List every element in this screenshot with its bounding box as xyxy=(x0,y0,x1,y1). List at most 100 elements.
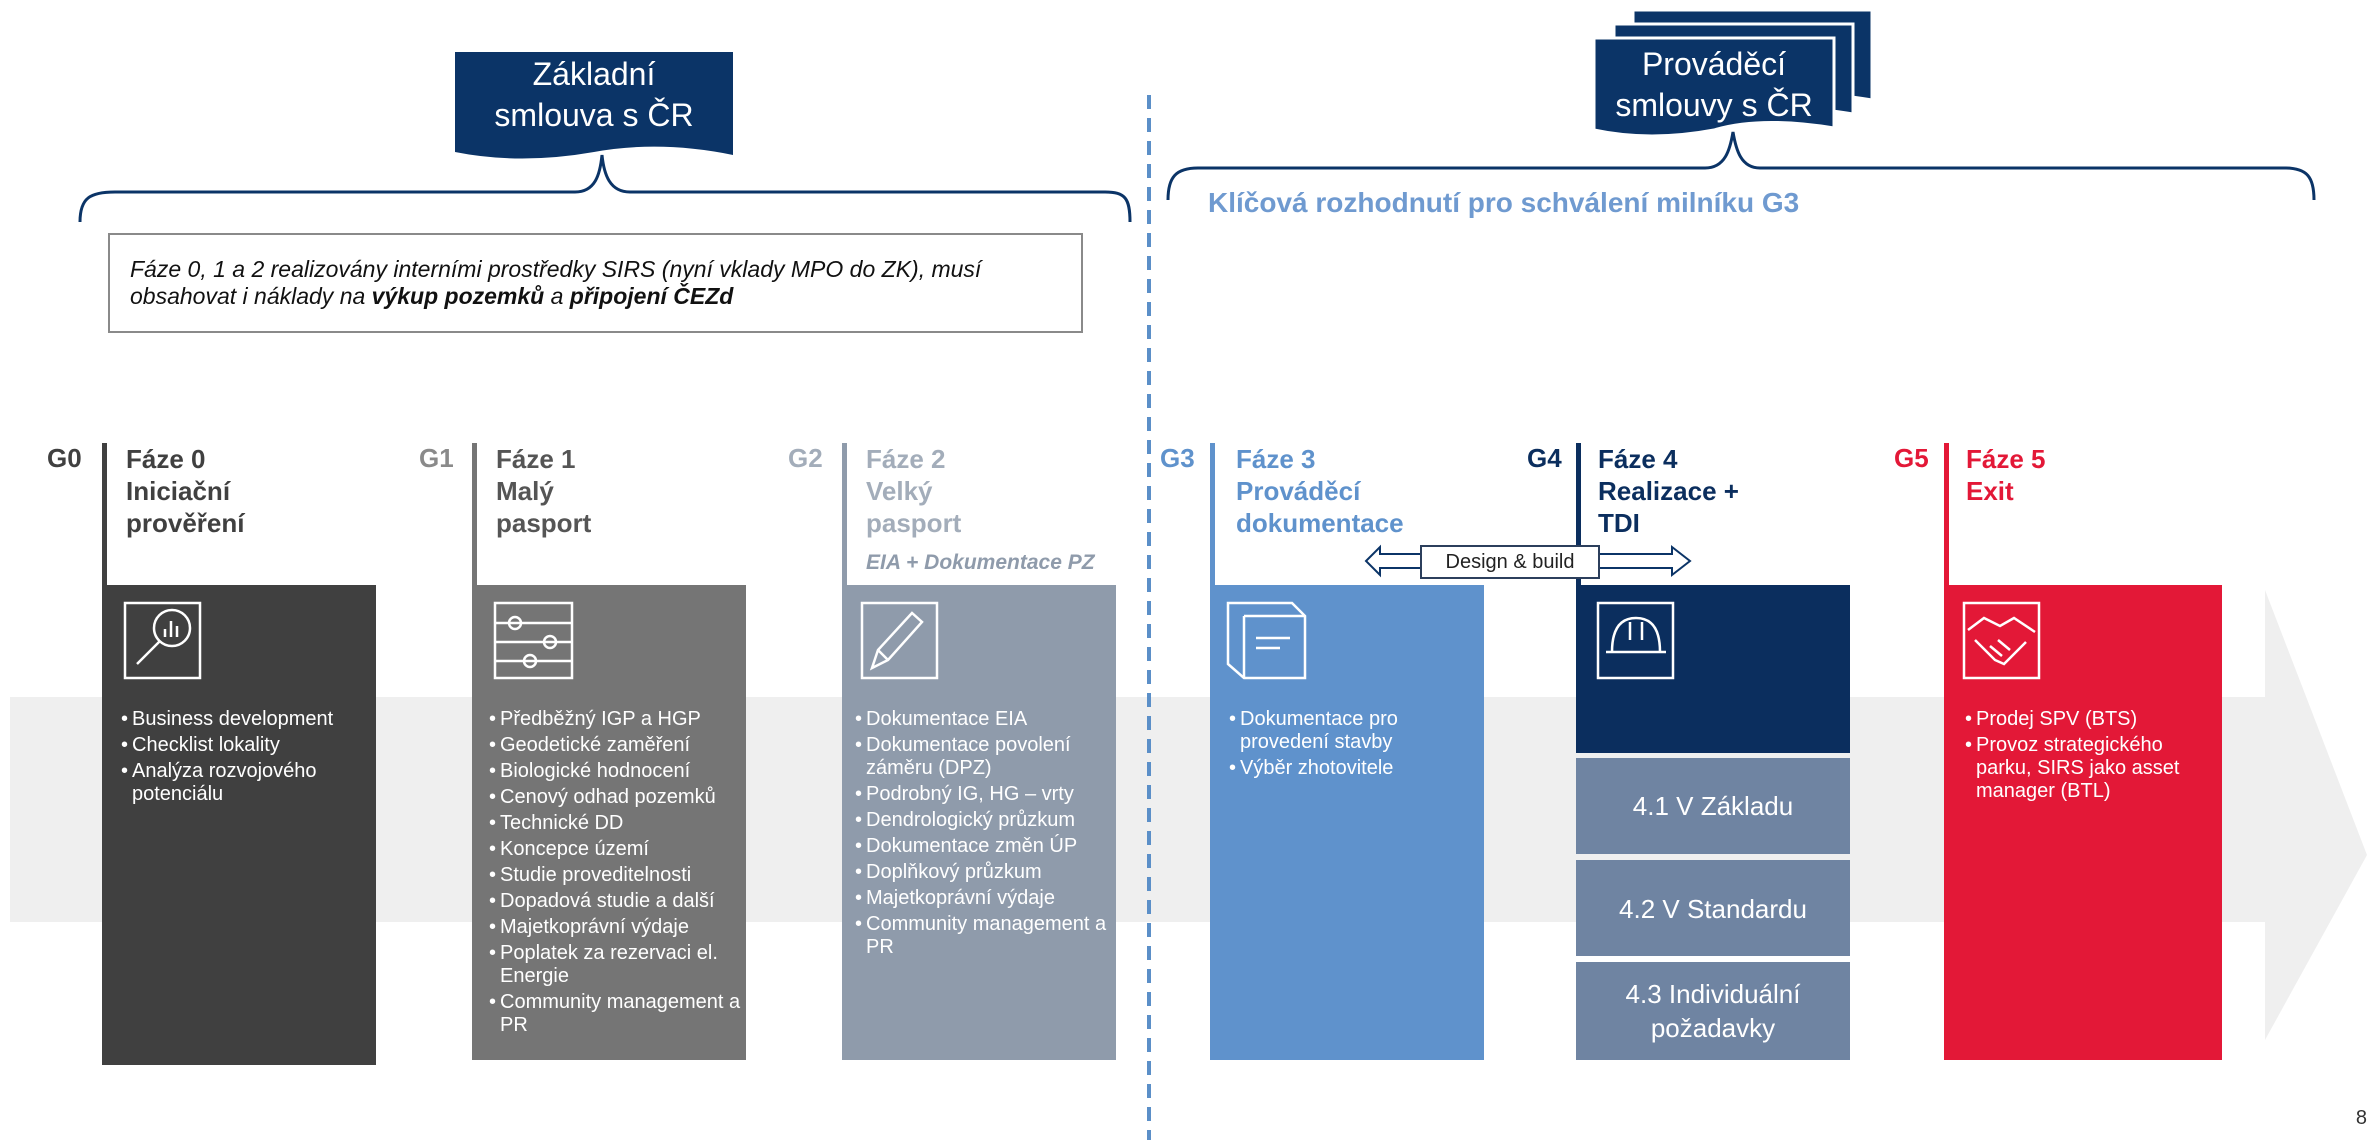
phase-2-list: Dokumentace EIA Dokumentace povolení zámě… xyxy=(852,708,1114,962)
list-item: Community management a PR xyxy=(486,991,741,1037)
phase-3-list: Dokumentace pro provedení stavbyVýběr zh… xyxy=(1226,708,1466,783)
list-item: Biologické hodnocení xyxy=(486,760,741,783)
phase-title-1: Fáze 1 Malý pasport xyxy=(496,443,591,539)
list-item: Majetkoprávní výdaje xyxy=(852,887,1114,910)
stacked-documents-icon xyxy=(1226,601,1307,680)
handshake-icon xyxy=(1962,601,2041,680)
list-item: Předběžný IGP a HGP xyxy=(486,708,741,731)
list-item: Prodej SPV (BTS) xyxy=(1962,708,2207,731)
note-line2-mid: a xyxy=(544,283,570,309)
phase-4-l1: Fáze 4 xyxy=(1598,444,1678,474)
note-bold-cez: připojení ČEZd xyxy=(569,283,734,309)
phase-2-l3: pasport xyxy=(866,508,962,538)
phase-title-3: Fáze 3 Prováděcí dokumentace xyxy=(1236,443,1404,539)
phase-box-4-3 xyxy=(1576,962,1850,1060)
settings-sliders-icon xyxy=(493,601,574,680)
phase-box-3 xyxy=(1210,585,1484,1060)
phase-box-4-2 xyxy=(1576,860,1850,956)
list-item: Provoz strategického parku, SIRS jako as… xyxy=(1962,734,2207,803)
phase-5-l2: Exit xyxy=(1966,476,2014,506)
phase-title-2: Fáze 2 Velký pasport xyxy=(866,443,961,539)
phase-4-1-label: 4.1 V Základu xyxy=(1632,791,1794,821)
gate-bar-g5 xyxy=(1944,443,1949,585)
phase-3-l2: Prováděcí xyxy=(1236,476,1361,506)
phase-1-l1: Fáze 1 xyxy=(496,444,576,474)
phase-3-l1: Fáze 3 xyxy=(1236,444,1316,474)
contract-document-right xyxy=(1592,36,1836,138)
list-item: Doplňkový průzkum xyxy=(852,861,1114,884)
list-item: Poplatek za rezervaci el. Energie xyxy=(486,942,741,988)
gate-bar-g4 xyxy=(1576,443,1581,585)
gate-g4: G4 xyxy=(1527,443,1562,473)
design-build-label: Design & build xyxy=(1420,545,1600,579)
phase-2-l1: Fáze 2 xyxy=(866,444,946,474)
list-item: Podrobný IG, HG – vrty xyxy=(852,783,1114,806)
gate-bar-g3 xyxy=(1210,443,1215,585)
note-line1: Fáze 0, 1 a 2 realizovány interními pros… xyxy=(130,256,982,282)
phase-title-4: Fáze 4 Realizace + TDI xyxy=(1598,443,1739,539)
gate-g3: G3 xyxy=(1160,443,1195,473)
note-bold-land: výkup pozemků xyxy=(371,283,545,309)
chart-magnifier-icon xyxy=(123,601,202,680)
list-item: Výběr zhotovitele xyxy=(1226,757,1466,780)
list-item: Dokumentace EIA xyxy=(852,708,1114,731)
list-item: Dokumentace změn ÚP xyxy=(852,835,1114,858)
gate-g2: G2 xyxy=(788,443,823,473)
contract-right-line1: Prováděcí xyxy=(1641,46,1787,82)
list-item: Dendrologický průzkum xyxy=(852,809,1114,832)
list-item: Dopadová studie a další xyxy=(486,890,741,913)
phase-5-l1: Fáze 5 xyxy=(1966,444,2046,474)
phase-4-l2: Realizace + xyxy=(1598,476,1739,506)
gate-bar-g0 xyxy=(102,443,107,585)
page-number: 8 xyxy=(2355,1107,2367,1129)
phase-1-list: Předběžný IGP a HGP Geodetické zaměřeníBi… xyxy=(486,708,741,1040)
gate-bar-g1 xyxy=(472,443,477,585)
list-item: Checklist lokality xyxy=(118,734,368,757)
phase-4-l3: TDI xyxy=(1598,508,1640,538)
gate-bar-g2 xyxy=(842,443,847,585)
phase-box-4-1 xyxy=(1576,758,1850,854)
list-item: Community management a PR xyxy=(852,913,1114,959)
list-item: Analýza rozvojového potenciálu xyxy=(118,760,368,806)
phase-0-l3: prověření xyxy=(126,508,245,538)
phase-1-l3: pasport xyxy=(496,508,592,538)
phase-0-l2: Iniciační xyxy=(126,476,231,506)
list-item: Geodetické zaměření xyxy=(486,734,741,757)
phase-4-3-label: 4.3 Individuální požadavky xyxy=(1625,979,1801,1043)
phase-box-4 xyxy=(1576,585,1850,753)
phase-title-0: Fáze 0 Iniciační prověření xyxy=(126,443,245,539)
phase-box-5 xyxy=(1944,585,2222,1060)
g3-heading: Klíčová rozhodnutí pro schválení milníku… xyxy=(1208,187,1800,218)
list-item: Dokumentace povolení záměru (DPZ) xyxy=(852,734,1114,780)
contract-document-left xyxy=(455,52,733,159)
phase-3-l3: dokumentace xyxy=(1236,508,1404,538)
gate-g1: G1 xyxy=(419,443,454,473)
note-line2-prefix: obsahovat i náklady na xyxy=(130,283,372,309)
list-item: Koncepce území xyxy=(486,838,741,861)
list-item: Dokumentace pro provedení stavby xyxy=(1226,708,1466,754)
phase-title-5: Fáze 5 Exit xyxy=(1966,443,2046,507)
contract-right: Prováděcí smlouvy s ČR xyxy=(1594,44,1834,126)
phase-0-l1: Fáze 0 xyxy=(126,444,206,474)
list-item: Majetkoprávní výdaje xyxy=(486,916,741,939)
list-item: Studie proveditelnosti xyxy=(486,864,741,887)
pencil-document-icon xyxy=(860,601,939,680)
brace-left xyxy=(78,154,1132,223)
brace-right xyxy=(1166,131,2316,201)
financing-note: Fáze 0, 1 a 2 realizovány interními pros… xyxy=(108,233,1083,333)
phase-box-0 xyxy=(102,585,376,1065)
phase-5-list: Prodej SPV (BTS) Provoz strategického par… xyxy=(1962,708,2207,806)
contract-left-line1: Základní xyxy=(532,56,656,92)
gate-g0: G0 xyxy=(47,443,82,473)
phase-1-l2: Malý xyxy=(496,476,554,506)
gate-g5: G5 xyxy=(1894,443,1929,473)
phase-2-subtitle: EIA + Dokumentace PZ xyxy=(866,551,1095,574)
phase-2-l2: Velký xyxy=(866,476,933,506)
hard-hat-icon xyxy=(1596,601,1675,680)
list-item: Technické DD xyxy=(486,812,741,835)
list-item: Cenový odhad pozemků xyxy=(486,786,741,809)
phase-0-list: Business developmentChecklist lokalityAn… xyxy=(118,708,368,809)
contract-left-line2: smlouva s ČR xyxy=(494,97,694,133)
list-item: Business development xyxy=(118,708,368,731)
